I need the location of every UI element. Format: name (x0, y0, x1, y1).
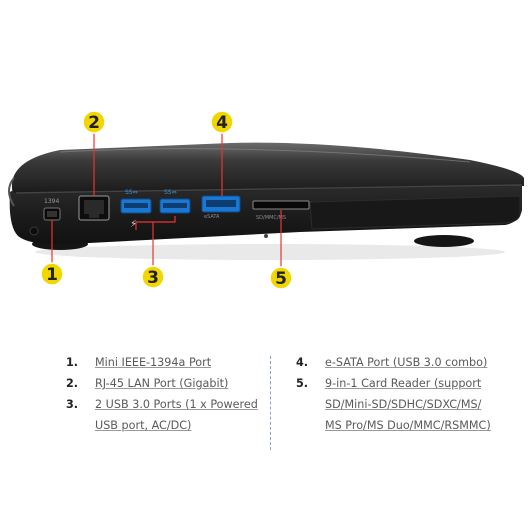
leader-line-3 (135, 216, 176, 266)
legend-item-4: 4. e-SATA Port (USB 3.0 combo) (296, 352, 516, 373)
callout-5: 5 (269, 266, 293, 290)
svg-text:SS⇔: SS⇔ (125, 189, 138, 196)
legend-text[interactable]: MS Pro/MS Duo/MMC/RSMMC) (325, 419, 491, 432)
svg-text:1394: 1394 (44, 198, 59, 205)
rj45-lan-port (78, 195, 110, 221)
usb3-port-1: SS⇔ (120, 189, 152, 214)
legend-column-left: 1. Mini IEEE-1394a Port 2. RJ-45 LAN Por… (66, 352, 266, 436)
callout-number: 1 (46, 265, 58, 285)
legend-text[interactable]: USB port, AC/DC) (95, 419, 192, 432)
callout-number: 2 (88, 113, 100, 133)
svg-text:SS⇔: SS⇔ (164, 189, 177, 196)
laptop-base (9, 180, 522, 245)
laptop-lid (11, 142, 524, 194)
callout-number: 3 (147, 268, 159, 288)
legend-divider (270, 356, 271, 450)
laptop-side-view: 1394 SS⇔ SS⇔ ⚡ eSATA SD/MMC/MS (8, 110, 524, 290)
port-legend: 1. Mini IEEE-1394a Port 2. RJ-45 LAN Por… (0, 352, 530, 462)
legend-text[interactable]: 9-in-1 Card Reader (support (325, 377, 482, 390)
legend-item-5: 5. 9-in-1 Card Reader (support SD/Mini-S… (296, 373, 516, 436)
legend-item-2: 2. RJ-45 LAN Port (Gigabit) (66, 373, 266, 394)
legend-text[interactable]: SD/Mini-SD/SDHC/SDXC/MS/ (325, 398, 482, 411)
esata-usb3-combo-port: eSATA (201, 195, 241, 220)
legend-number: 5. (296, 377, 309, 390)
svg-text:SD/MMC/MS: SD/MMC/MS (256, 215, 286, 221)
legend-text[interactable]: e-SATA Port (USB 3.0 combo) (325, 356, 488, 369)
callout-number: 5 (275, 269, 287, 289)
legend-text[interactable]: 2 USB 3.0 Ports (1 x Powered (95, 398, 258, 411)
legend-number: 2. (66, 377, 79, 390)
rubber-foot-right (414, 235, 474, 247)
usb3-port-2: SS⇔ (159, 189, 191, 214)
svg-text:eSATA: eSATA (204, 214, 220, 220)
callout-3: 3 (141, 265, 165, 289)
legend-text[interactable]: RJ-45 LAN Port (Gigabit) (95, 377, 229, 390)
legend-column-right: 4. e-SATA Port (USB 3.0 combo) 5. 9-in-1… (296, 352, 516, 436)
legend-number: 1. (66, 356, 79, 369)
legend-text[interactable]: Mini IEEE-1394a Port (95, 356, 212, 369)
power-bolt-icon: ⚡ (130, 219, 137, 230)
legend-number: 3. (66, 398, 79, 411)
legend-item-1: 1. Mini IEEE-1394a Port (66, 352, 266, 373)
mini-ieee1394-port: 1394 (43, 198, 61, 221)
callout-1: 1 (40, 262, 64, 286)
callout-2: 2 (82, 110, 106, 134)
callout-number: 4 (216, 113, 228, 133)
optical-drive-bay (309, 195, 521, 230)
callout-4: 4 (210, 110, 234, 134)
legend-number: 4. (296, 356, 309, 369)
legend-item-3: 3. 2 USB 3.0 Ports (1 x Powered USB port… (66, 394, 266, 436)
card-reader-slot: SD/MMC/MS (252, 200, 310, 221)
